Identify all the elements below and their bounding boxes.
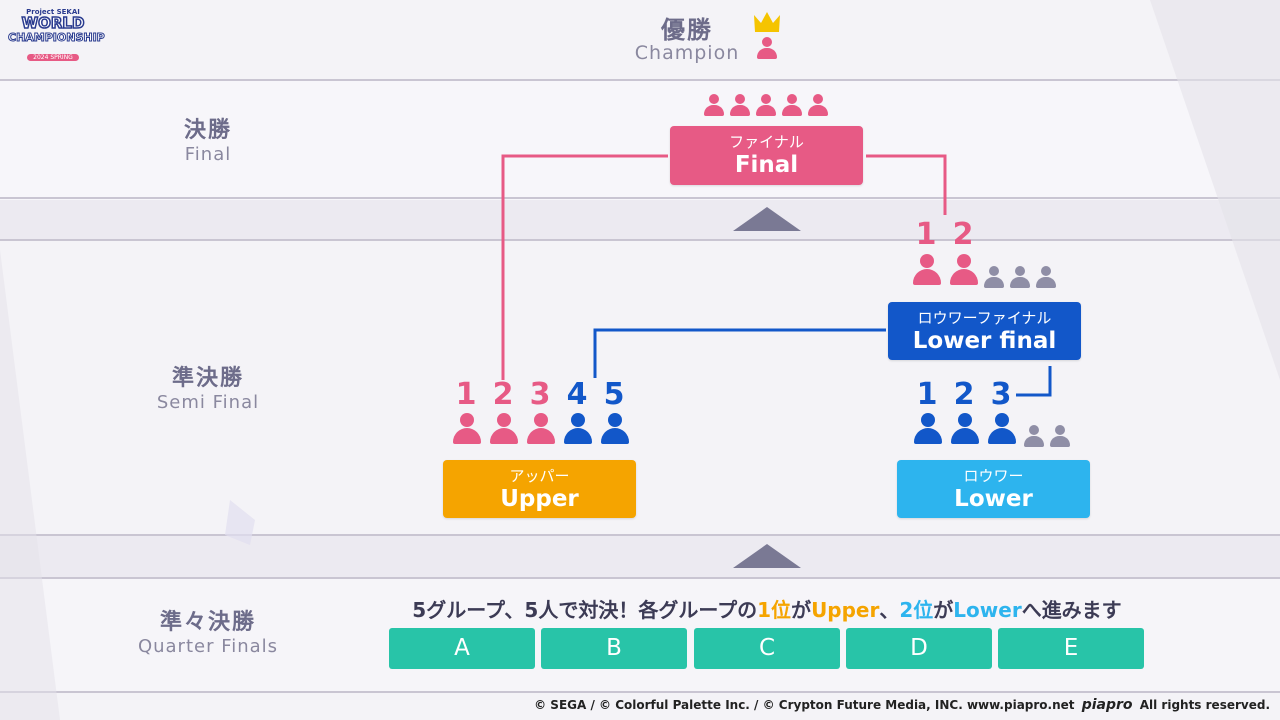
stage-quarter-en: Quarter Finals <box>137 636 279 657</box>
logo-world-text: WORLD <box>21 14 85 32</box>
notice-upper: Upper <box>811 598 880 622</box>
advance-arrow-icon <box>733 544 801 568</box>
champion-player-icon <box>757 37 777 59</box>
logo-project-text: Project SEKAI <box>26 8 80 16</box>
crown-icon <box>754 12 780 32</box>
final-box-en: Final <box>734 152 799 178</box>
stage-semi-jp: 準決勝 <box>171 366 244 391</box>
lower-final-box-jp: ロウワーファイナル <box>917 309 1052 327</box>
notice-part3: 、 <box>879 598 900 622</box>
stage-label-final: 決勝 Final <box>90 118 326 166</box>
rights-text: All rights reserved. <box>1139 698 1270 712</box>
copyright-footer: © SEGA / © Colorful Palette Inc. / © Cry… <box>534 697 1270 713</box>
group-c-button[interactable]: C <box>694 628 840 669</box>
stage-quarter-jp: 準々決勝 <box>159 610 256 635</box>
player-icon-gray <box>1050 425 1070 447</box>
upper-rank-1: 1 <box>455 377 477 412</box>
player-icon-gray <box>1010 266 1030 288</box>
lower-final-box: ロウワーファイナル Lower final <box>888 302 1081 360</box>
event-logo: Project SEKAI WORLD CHAMPIONSHIP 2024 SP… <box>8 8 106 63</box>
player-icon <box>988 413 1016 444</box>
upper-rank-3: 3 <box>529 377 551 412</box>
player-icon-gray <box>984 266 1004 288</box>
lower-box-en: Lower <box>954 486 1033 512</box>
stage-final-jp: 決勝 <box>183 118 232 143</box>
group-b-button[interactable]: B <box>541 628 687 669</box>
group-a-button[interactable]: A <box>389 628 535 669</box>
player-icon <box>453 413 481 444</box>
stage-label-quarter-finals: 準々決勝 Quarter Finals <box>90 610 326 658</box>
player-icon <box>950 254 978 285</box>
player-icon-gray <box>1036 266 1056 288</box>
upper-rank-5: 5 <box>603 377 625 412</box>
upper-rank-2: 2 <box>492 377 514 412</box>
player-icon <box>951 413 979 444</box>
separator-band <box>0 535 1280 577</box>
stage-final-en: Final <box>184 144 232 165</box>
finalist-icon <box>782 94 802 116</box>
lower-final-box-en: Lower final <box>912 328 1057 354</box>
notice-rank1: 1位 <box>757 598 792 622</box>
lower-rank-1: 1 <box>916 377 938 412</box>
notice-lower: Lower <box>953 598 1022 622</box>
final-box-jp: ファイナル <box>729 133 804 151</box>
group-d-button[interactable]: D <box>846 628 992 669</box>
logo-date-badge: 2024 SPRING <box>27 54 79 61</box>
lower-rank-2: 2 <box>953 377 975 412</box>
player-icon <box>490 413 518 444</box>
lower-box: ロウワー Lower <box>897 460 1090 518</box>
qualification-notice: 5グループ、5人で対決！各グループの1位がUpper、2位がLowerへ進みます <box>387 594 1147 623</box>
final-box: ファイナル Final <box>670 126 863 185</box>
copyright-text: © SEGA / © Colorful Palette Inc. / © Cry… <box>534 698 1075 712</box>
notice-part1: 5グループ、5人で対決！各グループの <box>412 598 758 622</box>
upper-box-jp: アッパー <box>509 467 570 485</box>
stage-label-semi-final: 準決勝 Semi Final <box>90 366 326 414</box>
lower-final-rank-1: 1 <box>915 217 937 252</box>
player-icon <box>601 413 629 444</box>
lower-box-jp: ロウワー <box>963 467 1024 485</box>
group-e-button[interactable]: E <box>998 628 1144 669</box>
advance-arrow-icon <box>733 207 801 231</box>
player-icon-gray <box>1024 425 1044 447</box>
player-icon <box>913 254 941 285</box>
champion-title-en: Champion <box>634 42 740 64</box>
player-icon <box>527 413 555 444</box>
upper-box-en: Upper <box>500 486 579 512</box>
player-icon <box>914 413 942 444</box>
notice-part5: へ進みます <box>1021 598 1122 622</box>
logo-championship-text: CHAMPIONSHIP <box>8 31 106 45</box>
upper-rank-4: 4 <box>566 377 588 412</box>
lower-rank-3: 3 <box>990 377 1012 412</box>
champion-title-jp: 優勝 <box>661 16 713 44</box>
player-icon <box>564 413 592 444</box>
finalist-icon <box>808 94 828 116</box>
upper-box: アッパー Upper <box>443 460 636 518</box>
stage-semi-en: Semi Final <box>156 392 260 413</box>
piapro-logo: piapro <box>1081 697 1133 713</box>
notice-part4: が <box>933 598 954 622</box>
lower-final-rank-2: 2 <box>952 217 974 252</box>
finalist-icon <box>730 94 750 116</box>
finalist-icon <box>704 94 724 116</box>
finalist-icon <box>756 94 776 116</box>
notice-rank2: 2位 <box>899 598 934 622</box>
notice-part2: が <box>791 598 812 622</box>
